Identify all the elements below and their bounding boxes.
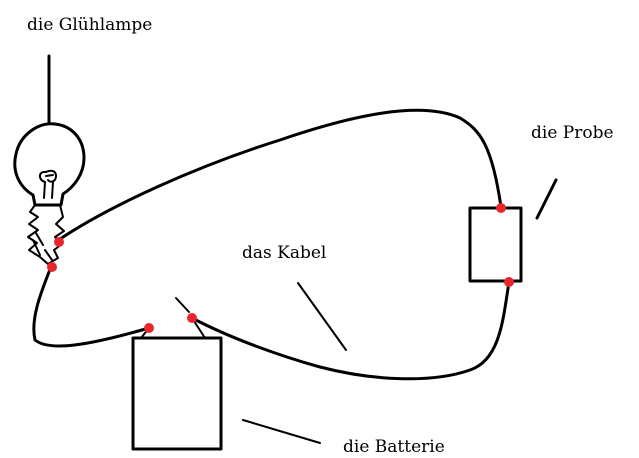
battery-extra-lead xyxy=(175,297,190,313)
battery-label: die Batterie xyxy=(343,437,445,457)
light-bulb xyxy=(13,54,86,265)
contact-point xyxy=(47,262,57,272)
probe-box xyxy=(468,206,523,283)
bulb-filament xyxy=(38,169,57,199)
cable-top xyxy=(55,108,503,243)
bulb-socket xyxy=(27,204,65,265)
bulb-glass xyxy=(13,122,86,207)
battery-box xyxy=(131,336,223,451)
contact-point xyxy=(187,313,197,323)
cable-pointer xyxy=(297,282,347,351)
contact-point xyxy=(496,203,506,213)
cable-probe-battery xyxy=(190,280,511,381)
battery-pointer xyxy=(242,419,321,444)
contact-point xyxy=(54,237,64,247)
contact-point xyxy=(504,277,514,287)
contact-point xyxy=(144,323,154,333)
lamp-label: die Glühlampe xyxy=(27,15,153,35)
probe-pointer xyxy=(535,178,558,220)
bulb-socket-fill xyxy=(32,232,53,261)
contact-points xyxy=(47,203,514,333)
probe-label: die Probe xyxy=(531,123,614,143)
cable-lamp-battery xyxy=(32,265,151,348)
cable-label: das Kabel xyxy=(242,243,327,263)
